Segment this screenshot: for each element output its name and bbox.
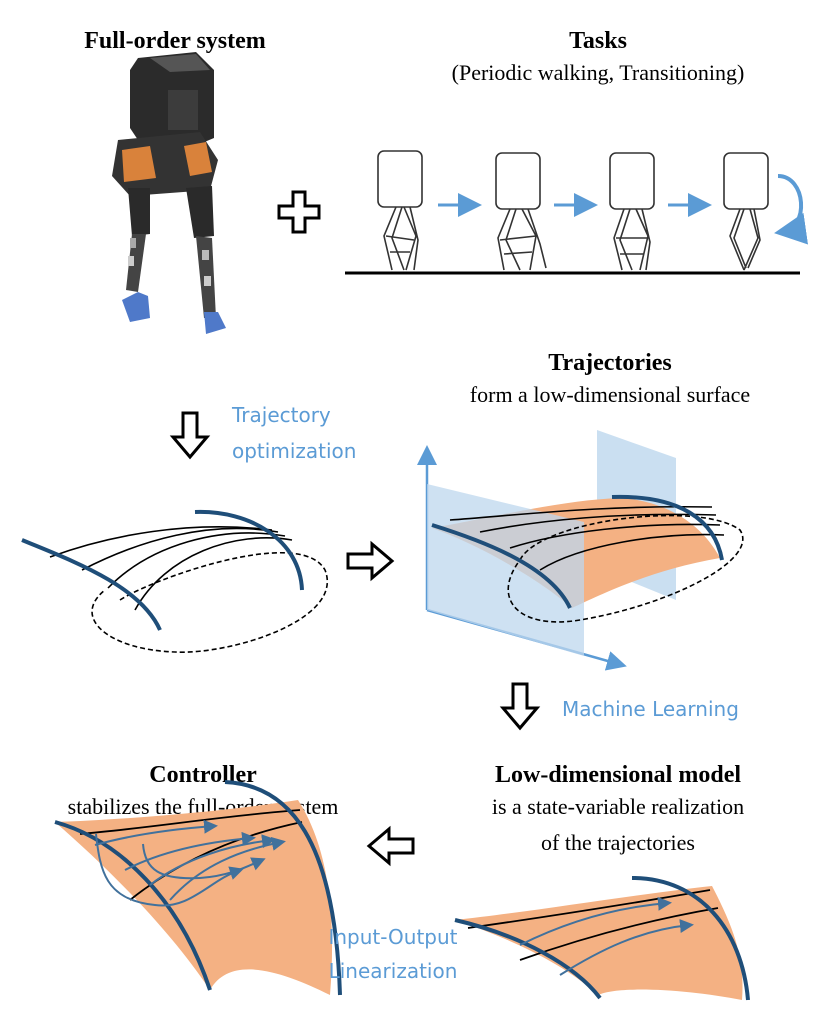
low-dim-model-line1: is a state-variable realization: [492, 794, 744, 819]
trajectory-sketch: [21, 509, 329, 653]
walking-sequence: [345, 150, 809, 275]
walking-pose-3: [609, 152, 655, 271]
low-dim-model-line2: of the trajectories: [541, 830, 695, 855]
left-arrow-icon: [366, 825, 415, 867]
trajectories-title: Trajectories: [548, 350, 671, 376]
trajopt-label-line1: Trajectory: [231, 403, 331, 427]
walking-pose-2: [495, 152, 547, 271]
trajectory-surface-3d: [417, 430, 744, 671]
trajopt-label-line2: optimization: [232, 439, 356, 463]
down-arrow-ml-icon: [499, 682, 541, 731]
tasks-subtitle: (Periodic walking, Transitioning): [452, 60, 745, 85]
io-linearization-line1: Input-Output: [328, 925, 457, 949]
walking-pose-1: [377, 150, 423, 271]
low-dim-model-surface: [454, 876, 750, 1001]
down-arrow-trajopt-icon: [169, 411, 211, 460]
machine-learning-label: Machine Learning: [562, 697, 739, 721]
turn-arrow-icon: [774, 174, 809, 245]
trajectories-subtitle: form a low-dimensional surface: [470, 382, 750, 407]
io-linearization-line2: Linearization: [329, 959, 458, 983]
walking-pose-4: [723, 152, 769, 271]
full-order-title: Full-order system: [84, 28, 266, 54]
plus-icon: [277, 190, 321, 234]
tasks-title: Tasks: [569, 28, 627, 54]
right-arrow-icon: [346, 540, 395, 582]
controller-surface: [54, 780, 342, 996]
source-plane: [427, 484, 584, 656]
cassie-robot-image: [112, 52, 226, 334]
low-dim-model-title: Low-dimensional model: [495, 762, 741, 788]
